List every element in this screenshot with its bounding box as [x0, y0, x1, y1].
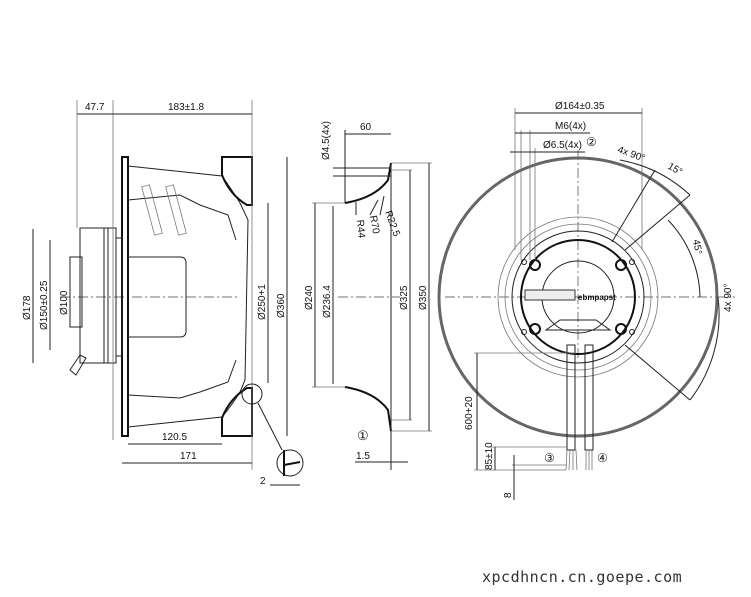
dim-183: 183±1.8 — [168, 102, 205, 113]
dim-1-5: 1.5 — [356, 451, 370, 462]
dim-171: 171 — [180, 451, 197, 462]
side-view: 47.7 183±1.8 Ø178 Ø150±0.25 Ø100 Ø250+1 … — [22, 100, 304, 487]
angle-45: 45° — [690, 239, 703, 256]
watermark: xpcdhncn.cn.goepe.com — [482, 568, 683, 586]
dim-d150: Ø150±0.25 — [39, 280, 50, 330]
dim-d100: Ø100 — [59, 290, 70, 315]
dim-r22-5: R22.5 — [382, 209, 402, 238]
angle-15: 15° — [666, 161, 685, 178]
dim-d360: Ø360 — [276, 293, 287, 318]
callout-4: ④ — [597, 451, 608, 465]
detail-view — [276, 449, 304, 477]
dim-120-5: 120.5 — [162, 432, 187, 443]
angle-4x90-right: 4x 90° — [723, 284, 734, 312]
inlet-ring-view: 60 Ø4.5(4x) R22.5 R70 R44 Ø240 Ø236.4 Ø3… — [304, 121, 432, 470]
detail-marker — [241, 383, 263, 405]
dim-d350: Ø350 — [418, 285, 429, 310]
callout-2: ② — [586, 135, 597, 149]
dim-m6: M6(4x) — [555, 121, 586, 132]
callout-3: ③ — [544, 451, 555, 465]
dim-d325: Ø325 — [399, 285, 410, 310]
dim-60: 60 — [360, 122, 372, 133]
brand-label: ebmpapst — [578, 293, 616, 302]
front-view: ebmpapst Ø164±0.35 M6(4x) ② Ø6.5(4x) 4x … — [437, 101, 735, 500]
dim-r44: R44 — [354, 219, 367, 239]
dim-d164: Ø164±0.35 — [555, 101, 605, 112]
dim-47-7: 47.7 — [85, 102, 105, 113]
dim-d240: Ø240 — [304, 285, 315, 310]
dim-d4-5: Ø4.5(4x) — [321, 121, 332, 160]
dim-d178: Ø178 — [22, 295, 33, 320]
dim-85: 85±10 — [484, 442, 495, 470]
callout-1: ① — [357, 428, 369, 443]
dim-8: 8 — [503, 492, 514, 498]
dim-d236-4: Ø236.4 — [322, 285, 333, 318]
dim-d6-5: Ø6.5(4x) — [543, 140, 582, 151]
dim-2: 2 — [260, 476, 266, 487]
dim-r70: R70 — [367, 215, 381, 235]
dim-d250: Ø250+1 — [257, 284, 268, 320]
dim-600: 600+20 — [464, 396, 475, 430]
